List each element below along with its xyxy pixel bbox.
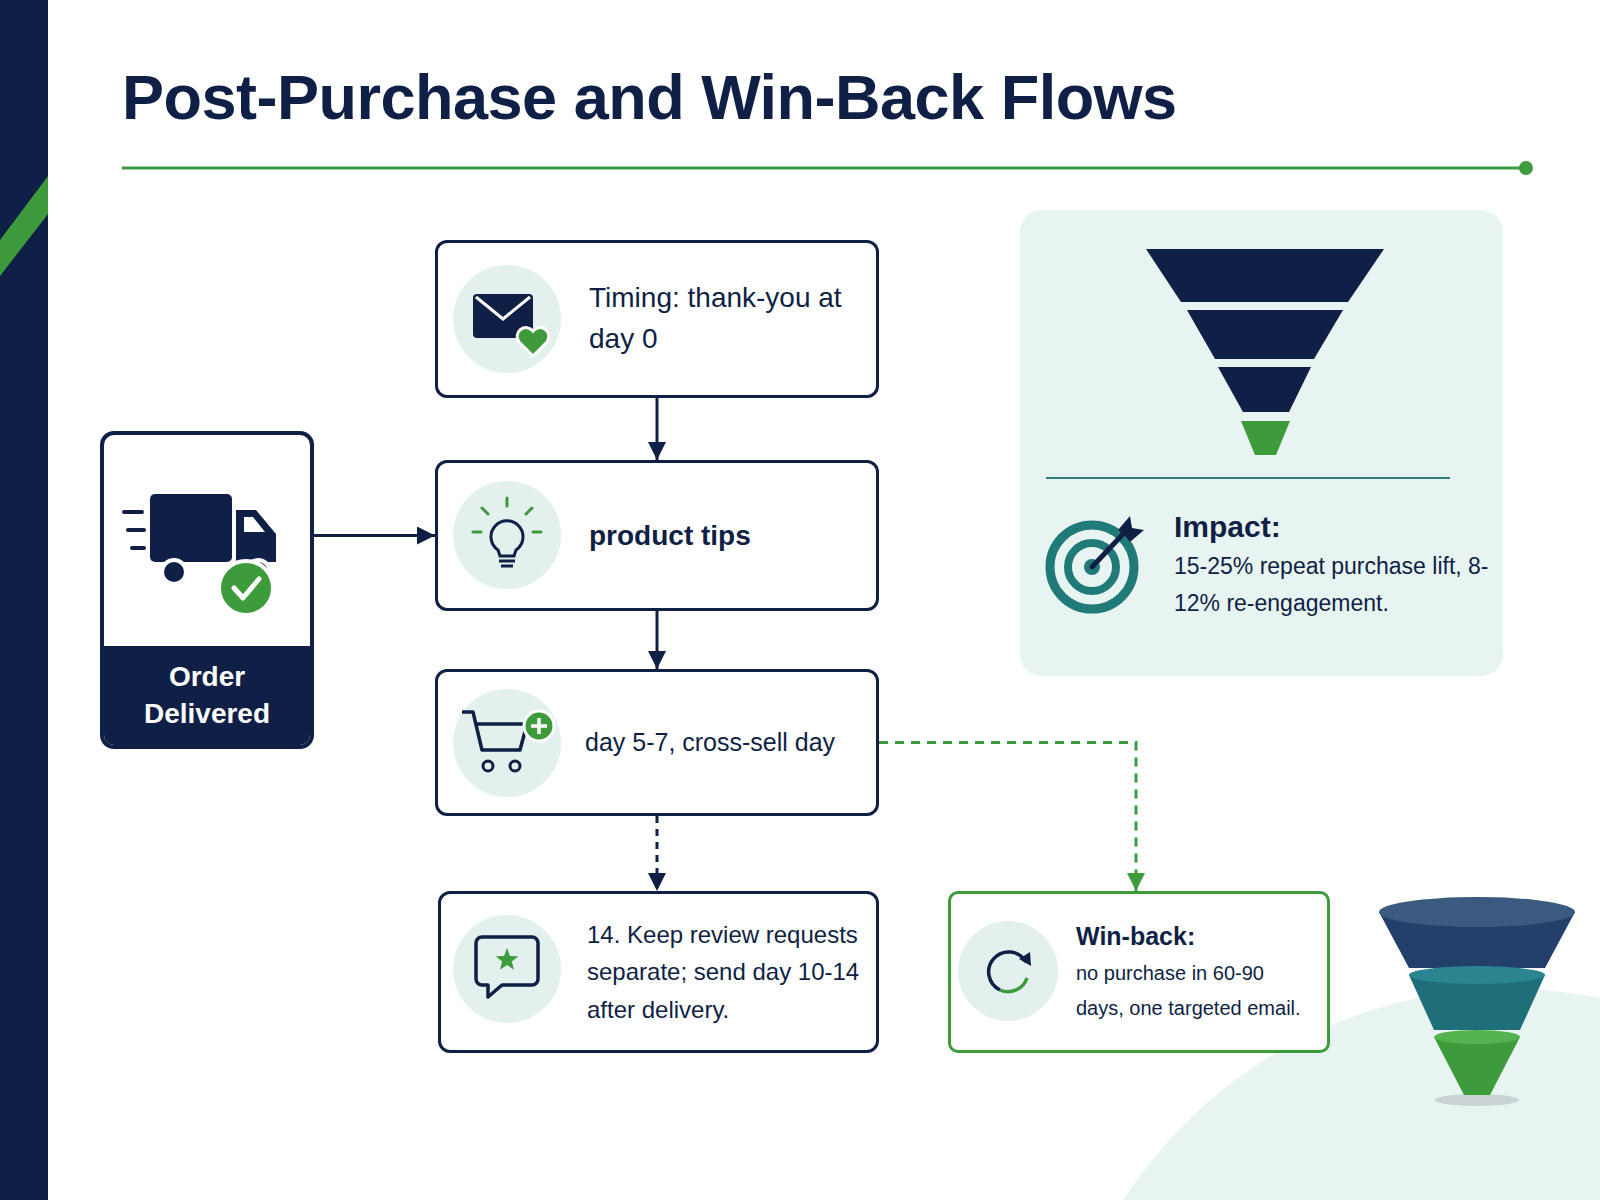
funnel-tip	[1434, 1037, 1520, 1095]
process-box: product tips	[435, 460, 879, 611]
lightbulb-icon	[453, 481, 561, 589]
funnel-band	[1146, 249, 1384, 302]
title: Post-Purchase and Win-Back Flows	[122, 66, 1177, 129]
truck-body	[150, 494, 232, 562]
bulb	[491, 521, 523, 556]
flow-arrow	[656, 611, 659, 669]
bulb-ray	[482, 508, 488, 514]
refresh-icon	[958, 921, 1058, 1021]
refresh-arc	[989, 952, 1026, 990]
node-label: Win-back:	[1076, 918, 1317, 956]
node-label: product tips	[589, 516, 866, 555]
funnel-band	[1187, 310, 1343, 359]
title-rule-dot	[1519, 161, 1533, 175]
bulb-base	[499, 560, 515, 563]
panel-rule	[1046, 477, 1450, 479]
winback-box: Win-back:no purchase in 60-90 days, one …	[948, 891, 1330, 1053]
process-box: day 5-7, cross-sell day	[435, 669, 879, 816]
envelope	[473, 294, 533, 338]
check-mark	[234, 579, 259, 598]
target-icon	[1050, 516, 1144, 609]
refresh-arc	[1000, 978, 1027, 992]
delivered-box: Order Delivered	[100, 431, 314, 749]
target-ring	[1068, 543, 1116, 591]
icon-circle	[453, 265, 561, 373]
target-ring	[1050, 525, 1134, 609]
speed-line	[128, 528, 144, 532]
heart	[517, 328, 549, 356]
impact-funnel	[1046, 249, 1450, 478]
funnel-rim	[1409, 966, 1545, 984]
star	[496, 948, 519, 970]
side-stripe	[0, 176, 48, 276]
speech-bubble	[476, 937, 538, 997]
node-body: 15-25% repeat purchase lift, 8-12% re-en…	[1174, 548, 1493, 622]
bulb-ray	[526, 508, 532, 514]
funnel-band	[1218, 367, 1311, 412]
dashed-arrow	[656, 816, 659, 891]
review-icon	[453, 915, 561, 1023]
funnel-band	[1409, 975, 1545, 1030]
flow-arrow	[314, 534, 435, 537]
icon-circle	[453, 915, 561, 1023]
icon-circle	[453, 689, 561, 797]
cart-wheel	[510, 761, 520, 771]
target-arrow	[1092, 533, 1124, 567]
title-rule	[122, 167, 1526, 170]
node-label: Impact:	[1174, 506, 1493, 548]
flow-arrow	[656, 398, 659, 460]
bulb-ray	[506, 498, 509, 506]
plus-badge	[524, 711, 554, 741]
funnel-rim	[1434, 1030, 1520, 1044]
target-center	[1084, 559, 1100, 575]
funnel-shadow	[1435, 1094, 1519, 1106]
icon-circle	[958, 921, 1058, 1021]
speed-line	[132, 546, 144, 550]
icon-circle	[453, 481, 561, 589]
cart-wheel	[483, 761, 493, 771]
cart-icon	[453, 689, 561, 797]
envelope-icon	[453, 265, 561, 373]
funnel-band	[1379, 912, 1575, 968]
envelope-flap	[476, 297, 530, 319]
cart	[462, 712, 527, 750]
funnel-rim	[1379, 897, 1575, 927]
bulb-base	[501, 565, 513, 568]
truck-wheel	[246, 560, 270, 584]
truck-wheel	[162, 560, 186, 584]
process-box: Timing: thank-you at day 0	[435, 240, 879, 398]
check-badge	[219, 561, 273, 615]
node-label: 14. Keep review requests separate; send …	[587, 916, 866, 1028]
refresh-head	[1019, 952, 1031, 966]
truck-window	[244, 517, 265, 532]
side-bar	[0, 0, 48, 1200]
node-label: Timing: thank-you at day 0	[589, 278, 866, 359]
arrow-fletching	[1118, 516, 1144, 542]
bulb-ray	[533, 531, 541, 534]
funnel-tip	[1241, 421, 1290, 455]
process-box: 14. Keep review requests separate; send …	[438, 891, 879, 1053]
node-label: Order Delivered	[104, 646, 310, 745]
funnel-3d	[1379, 897, 1575, 1106]
truck-cab	[236, 510, 276, 562]
bulb-ray	[473, 531, 481, 534]
impact-panel: Impact:15-25% repeat purchase lift, 8-12…	[1020, 210, 1503, 676]
dashed-arrow	[879, 743, 1136, 892]
plus-sign	[531, 718, 547, 734]
speed-line	[124, 510, 142, 514]
node-label: day 5-7, cross-sell day	[585, 725, 866, 760]
truck-icon	[124, 494, 276, 615]
node-body: no purchase in 60-90 days, one targeted …	[1076, 956, 1317, 1026]
